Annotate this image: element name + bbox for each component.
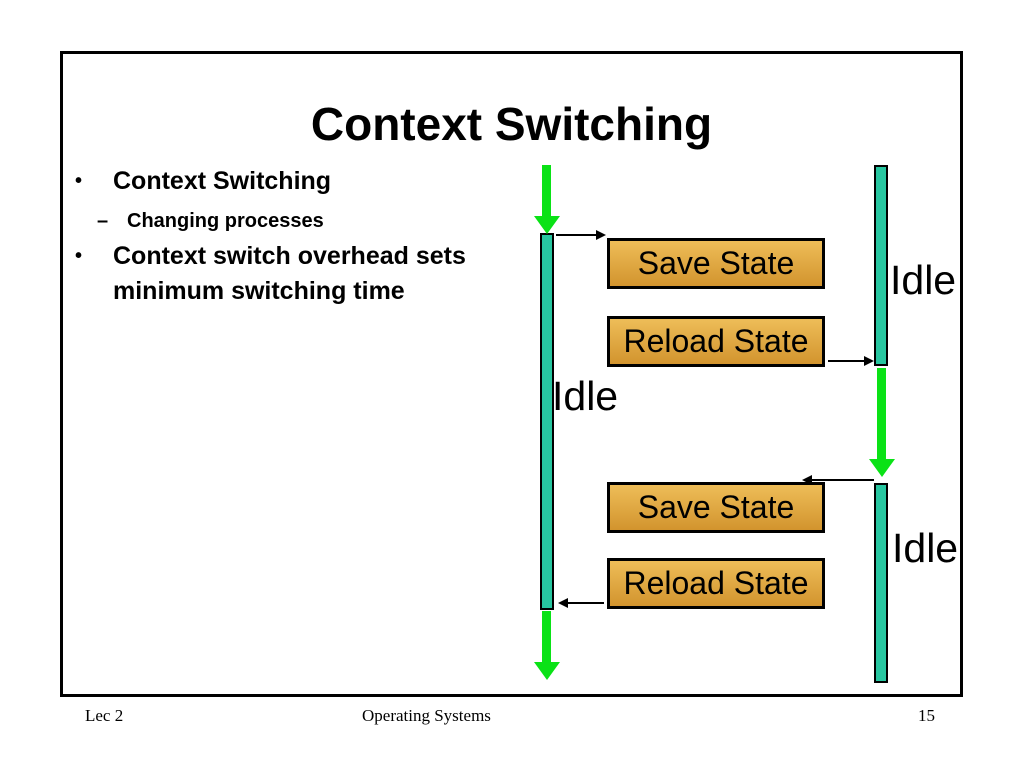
arrow-to-save-state-2-line — [812, 479, 874, 481]
bullet-dot-icon: • — [75, 245, 83, 267]
bullet-text: Context switch overhead sets minimum swi… — [113, 242, 466, 305]
footer-lecture: Lec 2 — [85, 706, 124, 725]
green-arrow-down-bottom-icon — [534, 662, 560, 680]
green-arrow-down-middle-icon — [869, 459, 895, 477]
arrow-right-icon — [864, 356, 874, 366]
bullet-dot-icon: • — [75, 170, 83, 192]
idle-label-right-top: Idle — [890, 257, 957, 303]
bullet-context-switching: • Context Switching — [75, 166, 331, 196]
save-state-box-2: Save State — [607, 482, 825, 533]
bullet-switch-overhead: • Context switch overhead sets minimum s… — [75, 239, 533, 309]
bullet-text: Context Switching — [113, 167, 332, 195]
subbullet-changing-processes: – Changing processes — [97, 208, 324, 234]
arrow-from-reload-state-2-line — [568, 602, 604, 604]
footer-course: Operating Systems — [362, 706, 491, 725]
slide-title: Context Switching — [310, 98, 713, 150]
arrow-left-icon — [802, 475, 812, 485]
green-arrow-down-middle-shaft — [877, 368, 886, 460]
subbullet-text: Changing processes — [127, 210, 324, 232]
slide-border — [60, 51, 963, 697]
process-bar-left — [540, 233, 554, 610]
process-bar-right-bottom — [874, 483, 888, 683]
idle-label-right-bottom: Idle — [892, 525, 959, 571]
reload-state-box-1: Reload State — [607, 316, 825, 367]
arrow-left-icon — [558, 598, 568, 608]
green-arrow-down-top-icon — [534, 216, 560, 234]
process-bar-right-top — [874, 165, 888, 366]
dash-bullet-icon: – — [97, 210, 109, 232]
idle-label-middle: Idle — [552, 373, 619, 419]
arrow-to-save-state-1-line — [556, 234, 596, 236]
footer-page-number: 15 — [918, 706, 935, 725]
save-state-box-1: Save State — [607, 238, 825, 289]
arrow-from-reload-state-1-line — [828, 360, 866, 362]
reload-state-box-2: Reload State — [607, 558, 825, 609]
green-arrow-down-bottom-shaft — [542, 611, 551, 663]
arrow-right-icon — [596, 230, 606, 240]
green-arrow-down-top-shaft — [542, 165, 551, 217]
